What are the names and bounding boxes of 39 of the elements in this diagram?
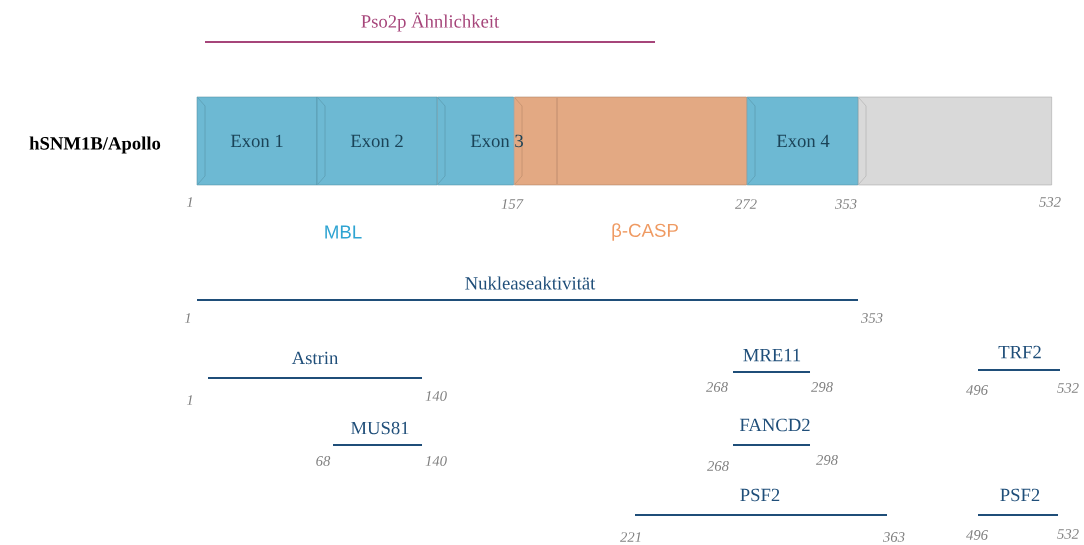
position-number: 298: [811, 382, 833, 392]
position-number: 68: [316, 456, 331, 466]
protein-region-box: [858, 96, 1052, 186]
exon-box: Exon 3: [437, 96, 523, 186]
position-number: 353: [835, 199, 857, 209]
position-number: 1: [186, 395, 193, 405]
position-number: 268: [706, 382, 728, 392]
region-label: TRF2: [998, 345, 1041, 359]
position-number: 298: [816, 455, 838, 465]
protein-name: hSNM1B/Apollo: [29, 136, 161, 154]
position-number: 496: [966, 385, 988, 395]
position-number: 221: [620, 532, 641, 542]
protein-region-box: [514, 96, 747, 186]
position-number: 140: [425, 456, 447, 466]
position-number: 532: [1057, 529, 1079, 539]
position-number: 353: [861, 313, 883, 323]
region-label: FANCD2: [739, 418, 810, 432]
position-number: 272: [735, 199, 757, 209]
region-label: Pso2p Ähnlichkeit: [361, 12, 500, 32]
region-label: MRE11: [743, 348, 801, 362]
region-label: Nukleaseaktivität: [465, 276, 596, 290]
exon-box: Exon 1: [196, 96, 318, 186]
exon-box: Exon 2: [316, 96, 438, 186]
position-number: 1: [184, 313, 191, 323]
position-number: 140: [425, 391, 447, 401]
position-number: 1: [186, 197, 193, 207]
region-label: PSF2: [1000, 488, 1040, 502]
region-label: Astrin: [291, 351, 339, 365]
position-number: 157: [501, 199, 524, 209]
position-number: 532: [1057, 383, 1079, 393]
position-number: 363: [883, 532, 905, 542]
region-label: PSF2: [740, 488, 780, 502]
exon-box: Exon 4: [746, 96, 859, 186]
position-number: 532: [1039, 197, 1061, 207]
domain-label: β-CASP: [612, 223, 678, 241]
position-number: 268: [707, 461, 729, 471]
domain-label: MBL: [325, 225, 362, 239]
position-number: 496: [966, 530, 988, 540]
region-label: MUS81: [351, 421, 409, 435]
